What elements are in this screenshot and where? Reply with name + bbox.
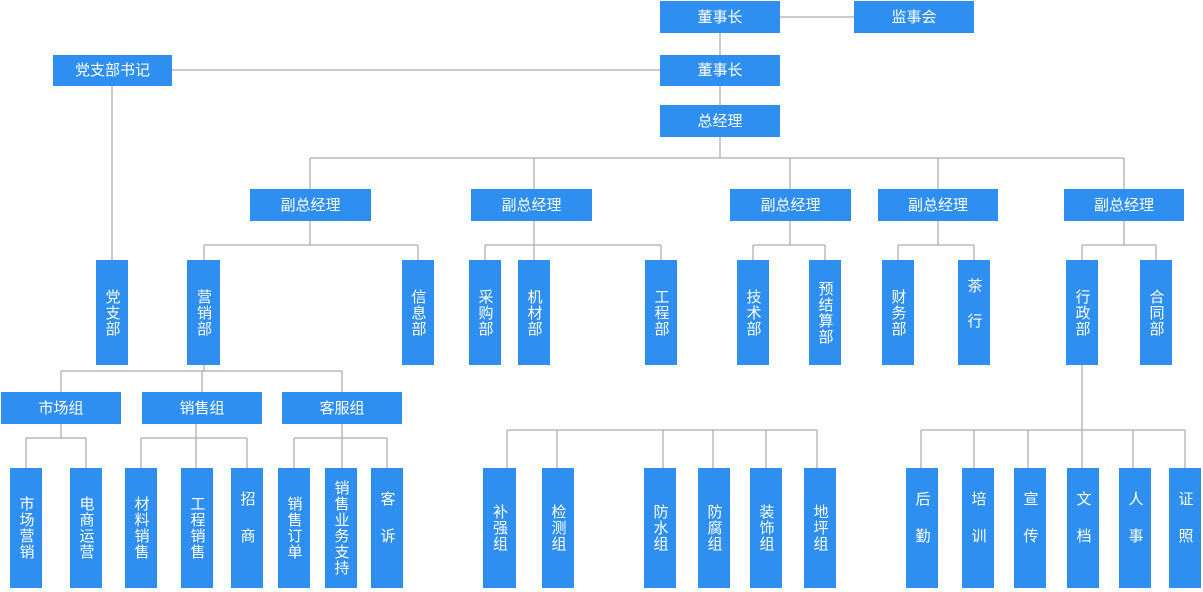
engineering-dept-box: 工程部 (645, 260, 677, 365)
general-manager-box: 总经理 (660, 105, 780, 137)
vgm-box-3: 副总经理 (730, 189, 851, 221)
admin-dept-box: 行政部 (1066, 260, 1098, 365)
vgm-box-1: 副总经理 (250, 189, 371, 221)
supervisory-board-box: 监事会 (854, 1, 974, 33)
contract-dept-box: 合同部 (1140, 260, 1172, 365)
chairman-box: 董事长 (660, 55, 780, 86)
sales-support-box: 销售业务支持 (325, 468, 357, 588)
material-sales-box: 材料销售 (125, 468, 157, 588)
ecommerce-ops-box: 电商运营 (70, 468, 102, 588)
sales-group-box: 销售组 (142, 392, 262, 424)
party-secretary-box: 党支部书记 (53, 55, 172, 86)
decoration-group-box: 装饰组 (750, 468, 782, 588)
budget-dept-box: 预结算部 (809, 260, 841, 365)
sales-orders-box: 销售订单 (278, 468, 310, 588)
hr-box: 人事 (1119, 468, 1151, 588)
floor-group-box: 地坪组 (804, 468, 836, 588)
party-branch-box: 党支部 (96, 260, 128, 365)
tech-dept-box: 技术部 (737, 260, 769, 365)
purchasing-dept-box: 采购部 (469, 260, 501, 365)
tea-shop-box: 茶行 (958, 260, 990, 365)
machinery-dept-box: 机材部 (518, 260, 550, 365)
certificates-box: 证照 (1169, 468, 1201, 588)
testing-group-box: 检测组 (542, 468, 574, 588)
waterproof-group-box: 防水组 (644, 468, 676, 588)
reinforce-group-box: 补强组 (483, 468, 516, 588)
finance-dept-box: 财务部 (882, 260, 914, 365)
service-group-box: 客服组 (282, 392, 402, 424)
chairman-top-box: 董事长 (660, 1, 780, 33)
market-marketing-box: 市场营销 (10, 468, 42, 588)
info-dept-box: 信息部 (402, 260, 434, 365)
vgm-box-4: 副总经理 (878, 189, 998, 221)
investment-box: 招商 (231, 468, 263, 588)
complaints-box: 客诉 (371, 468, 403, 588)
logistics-box: 后勤 (906, 468, 938, 588)
archives-box: 文档 (1067, 468, 1099, 588)
publicity-box: 宣传 (1014, 468, 1046, 588)
project-sales-box: 工程销售 (181, 468, 213, 588)
vgm-box-5: 副总经理 (1064, 189, 1184, 221)
market-group-box: 市场组 (1, 392, 121, 424)
anticorrosion-group-box: 防腐组 (698, 468, 730, 588)
training-box: 培训 (962, 468, 994, 588)
vgm-box-2: 副总经理 (471, 189, 592, 221)
marketing-dept-box: 营销部 (187, 260, 220, 365)
